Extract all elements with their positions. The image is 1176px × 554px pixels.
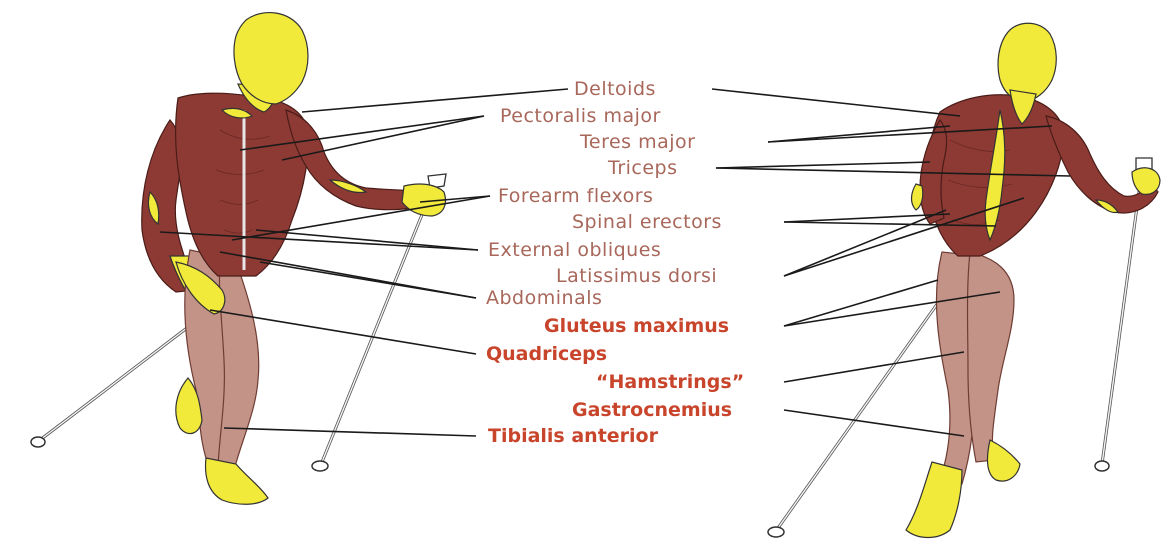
- back-right-foot: [988, 440, 1020, 481]
- label-deltoids: Deltoids: [574, 78, 656, 100]
- label-gluteus-maximus: Gluteus maximus: [544, 315, 729, 337]
- label-hamstrings: “Hamstrings”: [596, 371, 744, 393]
- front-right-pole: [312, 174, 446, 471]
- front-left-pole: [31, 318, 200, 447]
- back-left-pole: [768, 300, 940, 537]
- front-right-leg: [218, 250, 259, 470]
- front-left-foot: [206, 458, 268, 504]
- label-tibialis-anterior: Tibialis anterior: [488, 425, 659, 447]
- label-triceps: Triceps: [607, 157, 678, 179]
- front-figure: [31, 13, 446, 505]
- back-figure: [768, 23, 1160, 537]
- back-head: [998, 23, 1056, 102]
- label-gastrocnemius: Gastrocnemius: [572, 399, 732, 421]
- back-left-hand: [912, 184, 923, 210]
- label-quadriceps: Quadriceps: [486, 343, 607, 365]
- label-forearm-flexors: Forearm flexors: [498, 185, 653, 207]
- label-teres-major: Teres major: [579, 131, 695, 153]
- label-external-obliques: External obliques: [488, 239, 661, 261]
- muscle-labels: Deltoids Pectoralis major Teres major Tr…: [486, 78, 744, 447]
- back-left-foot: [906, 462, 962, 538]
- label-pectoralis-major: Pectoralis major: [500, 105, 661, 127]
- back-right-hand: [1132, 168, 1160, 195]
- label-spinal-erectors: Spinal erectors: [572, 211, 722, 233]
- back-right-leg: [968, 252, 1015, 462]
- label-latissimus-dorsi: Latissimus dorsi: [556, 265, 717, 287]
- label-abdominals: Abdominals: [486, 287, 602, 309]
